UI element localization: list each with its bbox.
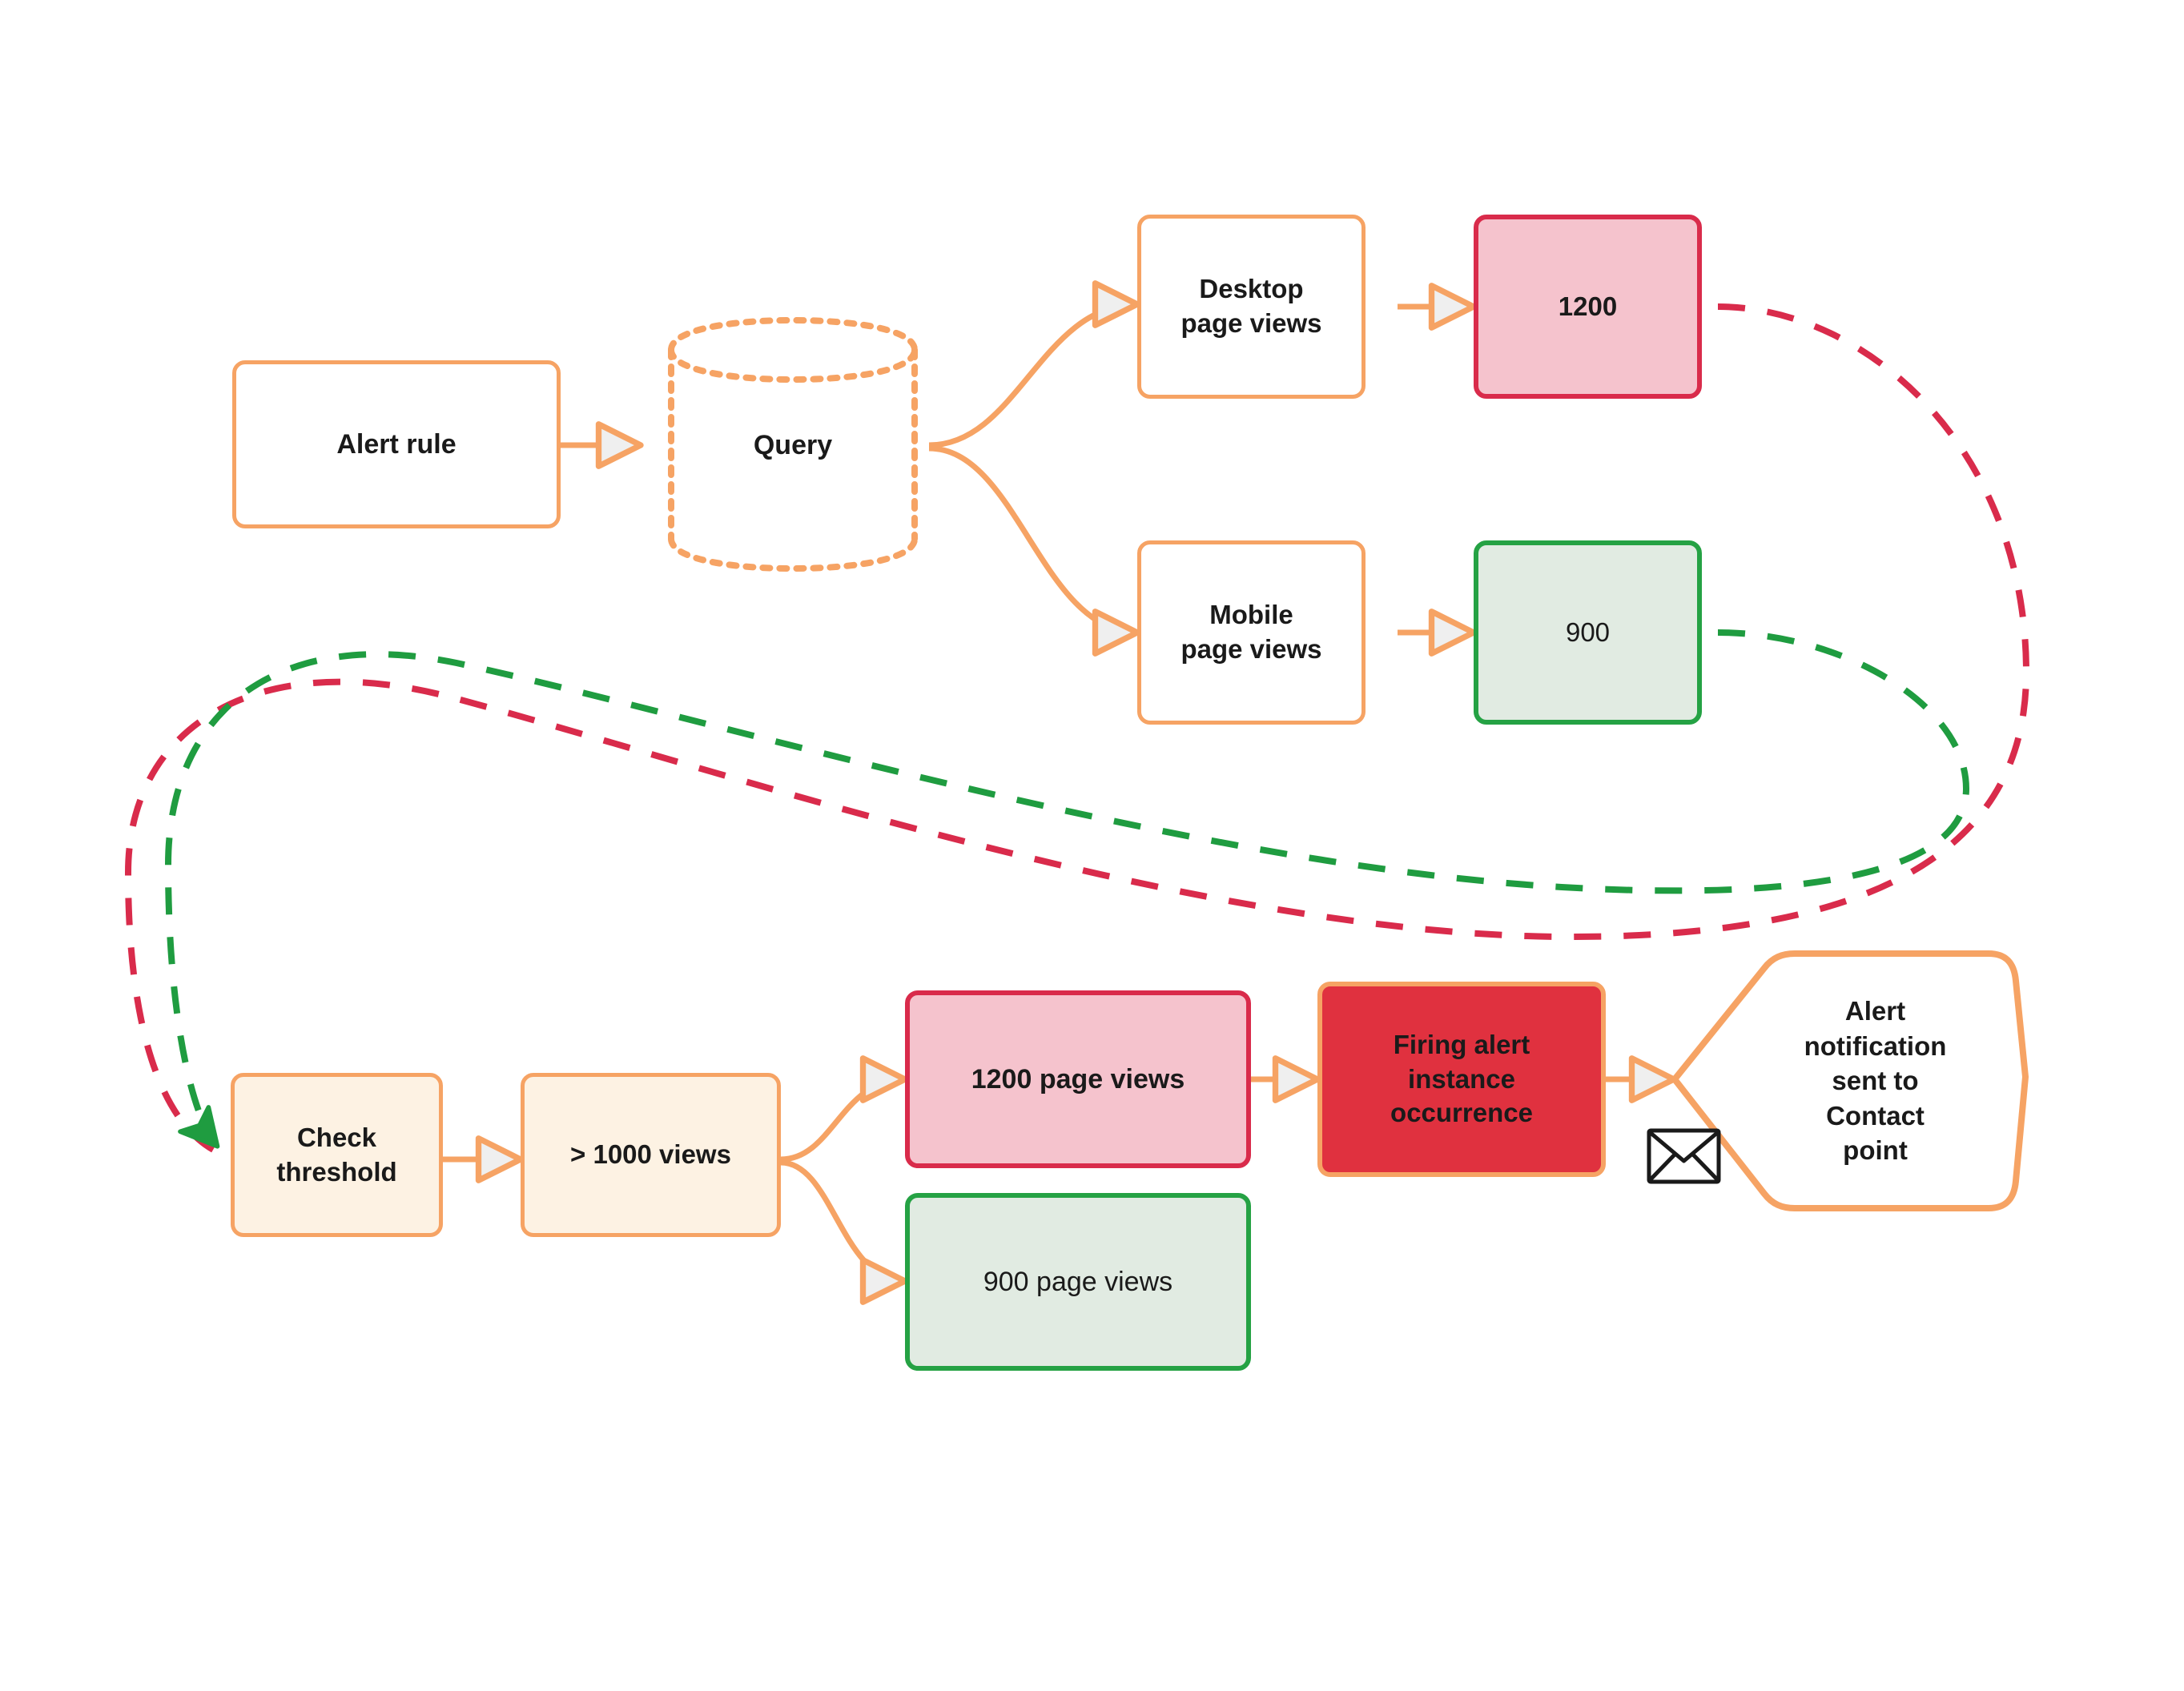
node-query[interactable]: Query [665,316,921,572]
node-desktop-page-views-label: Desktop page views [1180,274,1322,338]
node-check-threshold-label: Check threshold [276,1122,397,1187]
node-value-1200[interactable]: 1200 [1474,215,1702,399]
edge-condition-to-result-1200 [780,1055,908,1163]
node-result-900-label: 900 page views [983,1266,1173,1297]
node-mobile-page-views[interactable]: Mobile page views [1137,540,1366,725]
node-value-900[interactable]: 900 [1474,540,1702,725]
edge-query-to-mobile [928,445,1140,657]
database-cylinder-icon [668,316,918,572]
node-firing-alert[interactable]: Firing alert instance occurrence [1317,982,1606,1177]
edge-900-to-check-threshold [164,629,1970,1149]
node-threshold-condition-label: > 1000 views [570,1139,731,1170]
node-notification-label: Alert notification sent to Contact point [1804,996,1947,1166]
node-alert-rule[interactable]: Alert rule [232,360,561,528]
node-value-1200-label: 1200 [1558,291,1618,321]
node-notification[interactable]: Alert notification sent to Contact point [1670,949,2030,1213]
edge-condition-to-result-900 [780,1159,908,1305]
node-firing-alert-label: Firing alert instance occurrence [1390,1029,1533,1128]
node-value-900-label: 900 [1565,617,1611,647]
node-desktop-page-views[interactable]: Desktop page views [1137,215,1366,399]
node-result-1200[interactable]: 1200 page views [905,990,1251,1168]
node-mobile-page-views-label: Mobile page views [1180,600,1322,664]
node-result-1200-label: 1200 page views [971,1063,1185,1095]
node-threshold-condition[interactable]: > 1000 views [521,1073,781,1237]
notification-pentagon-shape [1671,950,2029,1211]
node-check-threshold[interactable]: Check threshold [231,1073,443,1237]
envelope-icon [1646,1127,1722,1185]
edge-query-to-desktop [928,280,1140,448]
node-alert-rule-label: Alert rule [336,428,457,460]
node-result-900[interactable]: 900 page views [905,1193,1251,1371]
node-query-label: Query [753,430,833,460]
